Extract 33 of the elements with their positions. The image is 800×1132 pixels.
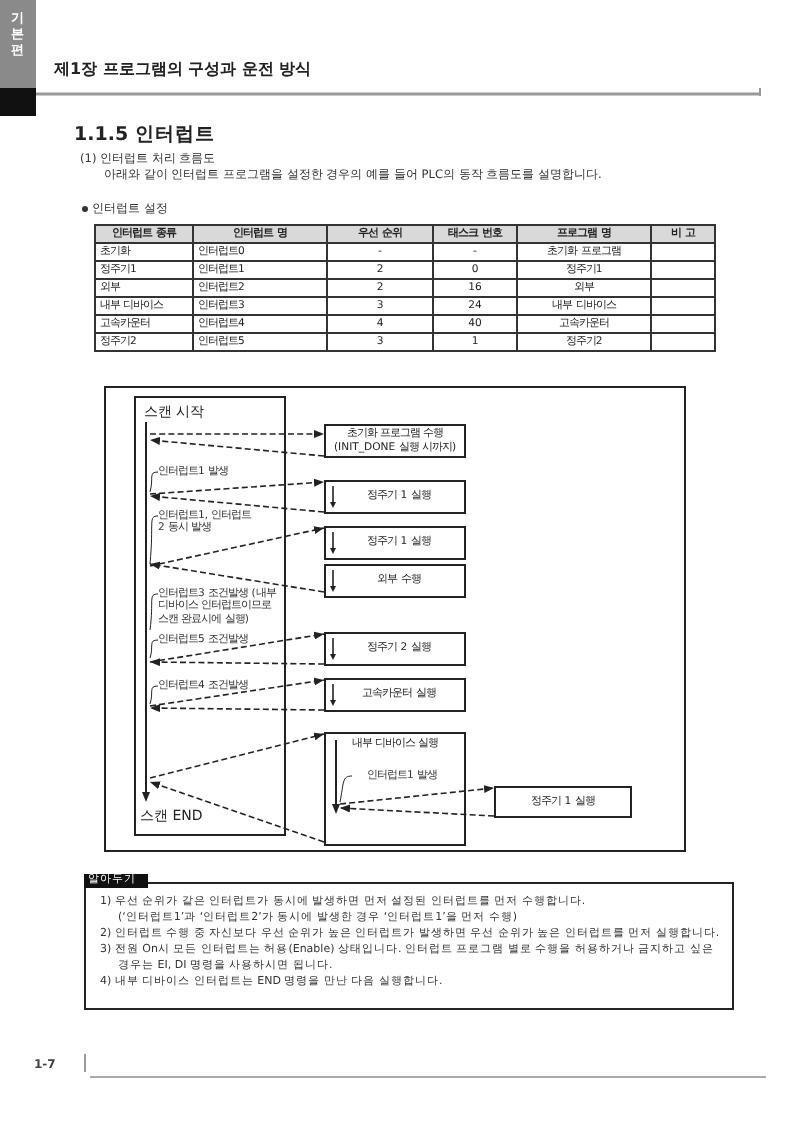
dashed-arrow [149, 631, 325, 663]
process-box [494, 786, 632, 818]
process-box [324, 678, 466, 712]
dashed-arrow [149, 436, 325, 457]
dashed-arrow [339, 785, 495, 805]
leader-line [149, 639, 159, 659]
leader-line [149, 515, 159, 565]
process-box [324, 480, 466, 514]
dashed-arrow [149, 561, 325, 593]
dashed-arrow [339, 804, 495, 817]
dashed-arrow [149, 526, 325, 567]
dashed-arrow [149, 478, 325, 495]
leader-line [149, 471, 159, 493]
dashed-arrow [149, 704, 325, 713]
dashed-arrow [149, 430, 325, 438]
timeline [142, 422, 150, 802]
leader-line [339, 775, 353, 803]
leader-line [149, 685, 159, 705]
process-box [324, 424, 466, 458]
timeline [332, 740, 340, 814]
process-box [324, 564, 466, 598]
dashed-arrow [149, 677, 325, 707]
process-box [324, 526, 466, 560]
timeline-box [134, 396, 286, 836]
chapter-heading: 제1장 프로그램의 구성과 운전 방식 [54, 58, 312, 80]
dashed-arrow [149, 732, 325, 779]
dashed-arrow [149, 781, 325, 843]
section-title: 1.1.5 인터럽트 [74, 122, 215, 148]
leader-line [149, 593, 159, 631]
dashed-arrow [149, 492, 325, 513]
process-box [324, 732, 466, 846]
process-box [324, 632, 466, 666]
dashed-arrow [149, 658, 325, 667]
